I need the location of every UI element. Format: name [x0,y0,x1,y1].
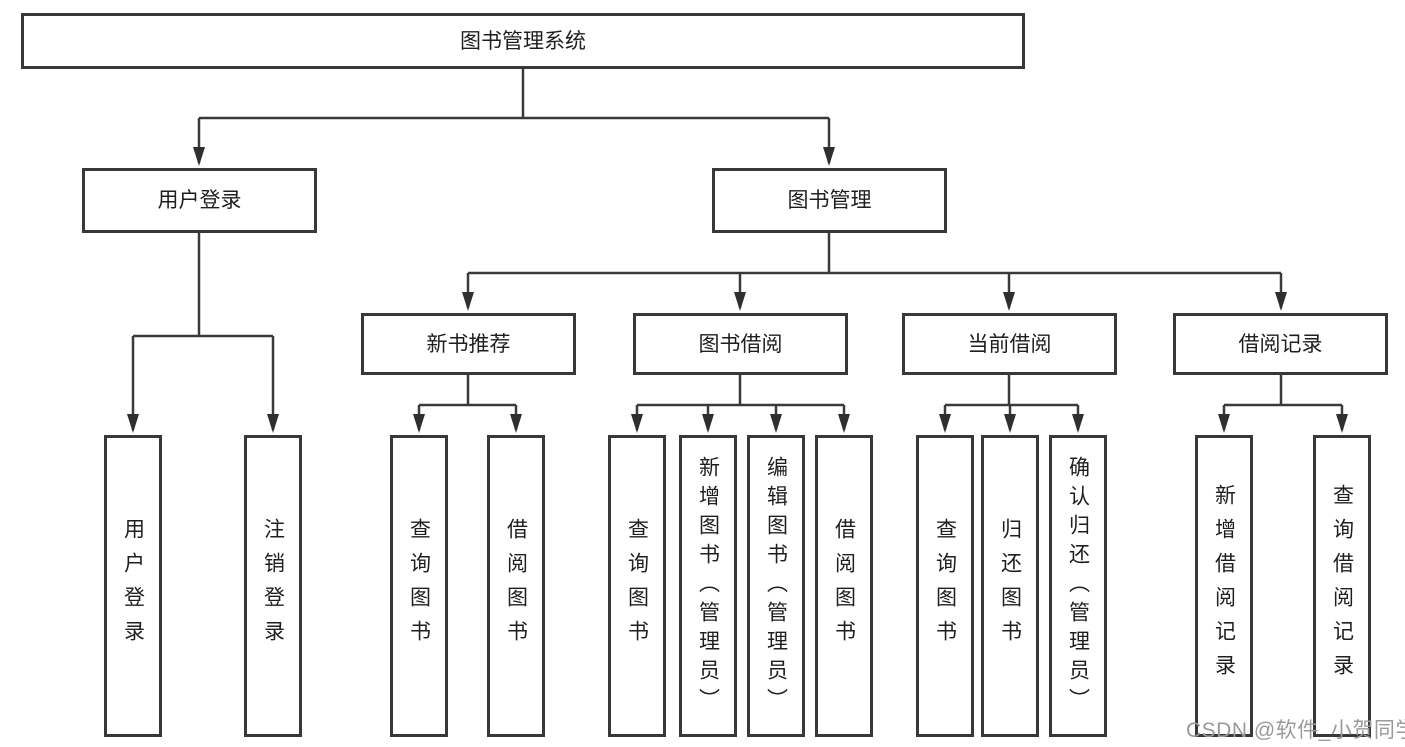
leaf-borrow-books-borrowing-label: 借阅图书 [832,518,856,654]
leaf-query-borrow-record-label: 查询借阅记录 [1330,484,1354,688]
node-new-book-recommend-label: 新书推荐 [426,332,511,356]
leaf-edit-books-admin: 编辑图书（管理员） [747,435,805,737]
node-book-borrowing-label: 图书借阅 [698,332,783,356]
leaf-logout-label: 注销登录 [261,518,285,654]
leaf-query-books-borrowing: 查询图书 [608,435,666,737]
csdn-watermark: CSDN @软件_小贺同学 [1186,719,1405,742]
node-root-label: 图书管理系统 [460,29,586,53]
leaf-add-borrow-record-label: 新增借阅记录 [1212,484,1236,688]
node-user-login-label: 用户登录 [157,189,242,212]
leaf-user-login-label: 用户登录 [121,518,145,654]
leaf-query-books-current: 查询图书 [916,435,974,737]
node-book-borrowing: 图书借阅 [633,313,848,375]
leaf-add-books-admin: 新增图书（管理员） [679,435,737,737]
node-root: 图书管理系统 [21,13,1025,69]
leaf-return-books-label: 归还图书 [998,518,1022,654]
leaf-confirm-return-admin-label: 确认归还（管理员） [1066,455,1090,717]
leaf-borrow-books-recommend: 借阅图书 [487,435,545,737]
node-current-borrowing-label: 当前借阅 [967,332,1052,356]
leaf-query-books-recommend: 查询图书 [390,435,448,737]
node-book-management-label: 图书管理 [787,189,872,212]
leaf-add-borrow-record: 新增借阅记录 [1195,435,1253,737]
node-book-management: 图书管理 [712,168,947,233]
leaf-edit-books-admin-label: 编辑图书（管理员） [764,455,788,717]
node-borrowing-records-label: 借阅记录 [1238,332,1323,356]
leaf-query-books-recommend-label: 查询图书 [407,518,431,654]
leaf-add-books-admin-label: 新增图书（管理员） [696,455,720,717]
leaf-confirm-return-admin: 确认归还（管理员） [1049,435,1107,737]
node-borrowing-records: 借阅记录 [1173,313,1388,375]
node-current-borrowing: 当前借阅 [902,313,1117,375]
leaf-query-borrow-record: 查询借阅记录 [1313,435,1371,737]
leaf-user-login: 用户登录 [104,435,162,737]
leaf-query-books-current-label: 查询图书 [933,518,957,654]
leaf-borrow-books-recommend-label: 借阅图书 [504,518,528,654]
leaf-query-books-borrowing-label: 查询图书 [625,518,649,654]
node-new-book-recommend: 新书推荐 [361,313,576,375]
leaf-return-books: 归还图书 [981,435,1039,737]
node-user-login: 用户登录 [82,168,317,233]
leaf-borrow-books-borrowing: 借阅图书 [815,435,873,737]
leaf-logout: 注销登录 [244,435,302,737]
